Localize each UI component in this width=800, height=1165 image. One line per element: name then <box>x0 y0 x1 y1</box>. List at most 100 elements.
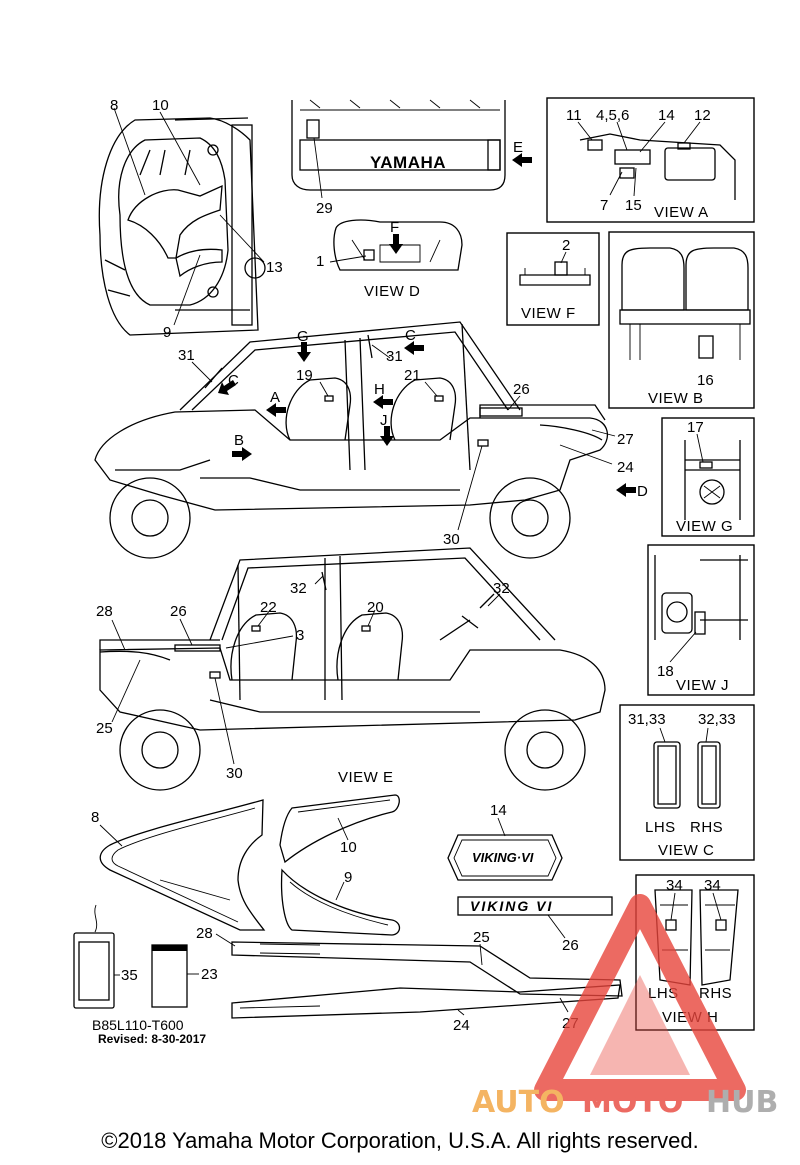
callout-9-b: 9 <box>344 869 352 886</box>
callout-18: 18 <box>657 663 674 680</box>
view-c-rhs: RHS <box>690 819 723 836</box>
callout-17: 17 <box>687 419 704 436</box>
view-j: 18 VIEW J <box>647 544 755 696</box>
arrow-label-c-upper: C <box>405 327 416 344</box>
arrow-c-icon <box>218 380 236 395</box>
callout-30: 30 <box>443 531 460 548</box>
callout-23: 23 <box>201 966 218 983</box>
callout-32: 32 <box>290 580 307 597</box>
front-hood-view: 8 10 13 9 <box>98 97 283 341</box>
copyright-notice: ©2018 Yamaha Motor Corporation, U.S.A. A… <box>101 1128 699 1153</box>
arrow-c-upper-icon <box>404 341 424 355</box>
watermark-auto: AUTO <box>472 1085 565 1120</box>
rear-tailgate-view: YAMAHA 29 E <box>291 99 532 217</box>
callout-26: 26 <box>513 381 530 398</box>
callout-26-b: 26 <box>170 603 187 620</box>
callout-29: 29 <box>316 200 333 217</box>
view-g: 17 VIEW G <box>661 417 755 537</box>
view-g-label: VIEW G <box>676 518 733 535</box>
callout-10: 10 <box>152 97 169 114</box>
callout-19: 19 <box>296 367 313 384</box>
arrow-label-f: F <box>390 219 399 236</box>
arrow-label-d: D <box>637 483 648 500</box>
callout-28-b: 28 <box>196 925 213 942</box>
vehicle-right-side-view: 28 26 22 20 3 32 32 25 30 <box>96 547 606 791</box>
view-f: 2 VIEW F <box>506 232 600 326</box>
part-number: B85L110-T600 <box>92 1017 184 1033</box>
automotohub-watermark: AUTO MOTO HUB <box>472 894 778 1120</box>
callout-1: 1 <box>316 253 324 270</box>
arrow-label-h: H <box>374 381 385 398</box>
arrow-b-icon <box>232 447 252 461</box>
callout-14: 14 <box>658 107 675 124</box>
callout-34: 34 <box>666 877 683 894</box>
callout-14-b: 14 <box>490 802 507 819</box>
tags-35-23: 35 23 B85L110-T600 Revised: 8-30-2017 <box>73 904 218 1046</box>
callout-31-b: 31 <box>386 348 403 365</box>
arrow-g-icon <box>297 342 311 362</box>
arrow-label-e: E <box>513 139 523 156</box>
callout-15: 15 <box>625 197 642 214</box>
callout-2: 2 <box>562 237 570 254</box>
callout-8-b: 8 <box>91 809 99 826</box>
callout-34-b: 34 <box>704 877 721 894</box>
view-c-lhs: LHS <box>645 819 676 836</box>
callout-32-33: 32,33 <box>698 711 736 728</box>
view-d-label: VIEW D <box>364 283 420 300</box>
arrow-f-icon <box>389 234 403 254</box>
callout-31-33: 31,33 <box>628 711 666 728</box>
view-b-label: VIEW B <box>648 390 704 407</box>
arrow-h-icon <box>373 395 393 409</box>
callout-9: 9 <box>163 324 171 341</box>
arrow-label-g: G <box>297 328 309 345</box>
view-h-lhs: LHS <box>648 985 679 1002</box>
callout-8: 8 <box>110 97 118 114</box>
arrow-e-icon <box>512 153 532 167</box>
view-d: 1 F VIEW D <box>316 219 463 300</box>
callout-32-b: 32 <box>493 580 510 597</box>
view-e-label: VIEW E <box>338 769 394 786</box>
callout-22: 22 <box>260 599 277 616</box>
arrow-label-a: A <box>270 389 280 406</box>
viking-stripe-text: VIKING VI <box>470 898 553 914</box>
callout-16: 16 <box>697 372 714 389</box>
viking-badge-text: VIKING·VI <box>472 850 534 865</box>
callout-31: 31 <box>178 347 195 364</box>
callout-24: 24 <box>617 459 634 476</box>
callout-25: 25 <box>96 720 113 737</box>
callout-7: 7 <box>600 197 608 214</box>
callout-12: 12 <box>694 107 711 124</box>
view-a-label: VIEW A <box>654 204 709 221</box>
view-c-label: VIEW C <box>658 842 714 859</box>
callout-4-5-6: 4,5,6 <box>596 107 629 124</box>
arrow-label-c: C <box>228 372 239 389</box>
arrow-a-icon <box>266 403 286 417</box>
revised-date: Revised: 8-30-2017 <box>98 1032 206 1046</box>
callout-35: 35 <box>121 967 138 984</box>
callout-25-b: 25 <box>473 929 490 946</box>
decal-parts: 8 10 9 VIKING·VI 14 VIKING VI 26 28 25 2… <box>91 794 623 1034</box>
view-c: 31,33 32,33 LHS RHS VIEW C <box>619 704 755 861</box>
arrow-label-j: J <box>380 412 388 429</box>
callout-26-c: 26 <box>562 937 579 954</box>
callout-13: 13 <box>266 259 283 276</box>
vehicle-left-side-view: 31 31 19 21 26 27 24 30 G C C A H J B D <box>94 321 648 559</box>
callout-21: 21 <box>404 367 421 384</box>
view-b: 16 VIEW B <box>608 231 755 409</box>
callout-11: 11 <box>566 107 582 124</box>
callout-3: 3 <box>296 627 304 644</box>
view-h-rhs: RHS <box>699 985 732 1002</box>
callout-27: 27 <box>617 431 634 448</box>
callout-24-b: 24 <box>453 1017 470 1034</box>
callout-28: 28 <box>96 603 113 620</box>
arrow-d-icon <box>616 483 636 497</box>
watermark-hub: HUB <box>706 1085 778 1120</box>
arrow-label-b: B <box>234 432 244 449</box>
arrow-j-icon <box>380 426 394 446</box>
yamaha-decal-text: YAMAHA <box>370 153 446 172</box>
view-a: 11 4,5,6 14 12 7 15 VIEW A <box>546 97 755 223</box>
callout-10-b: 10 <box>340 839 357 856</box>
callout-20: 20 <box>367 599 384 616</box>
watermark-moto: MOTO <box>582 1085 683 1120</box>
